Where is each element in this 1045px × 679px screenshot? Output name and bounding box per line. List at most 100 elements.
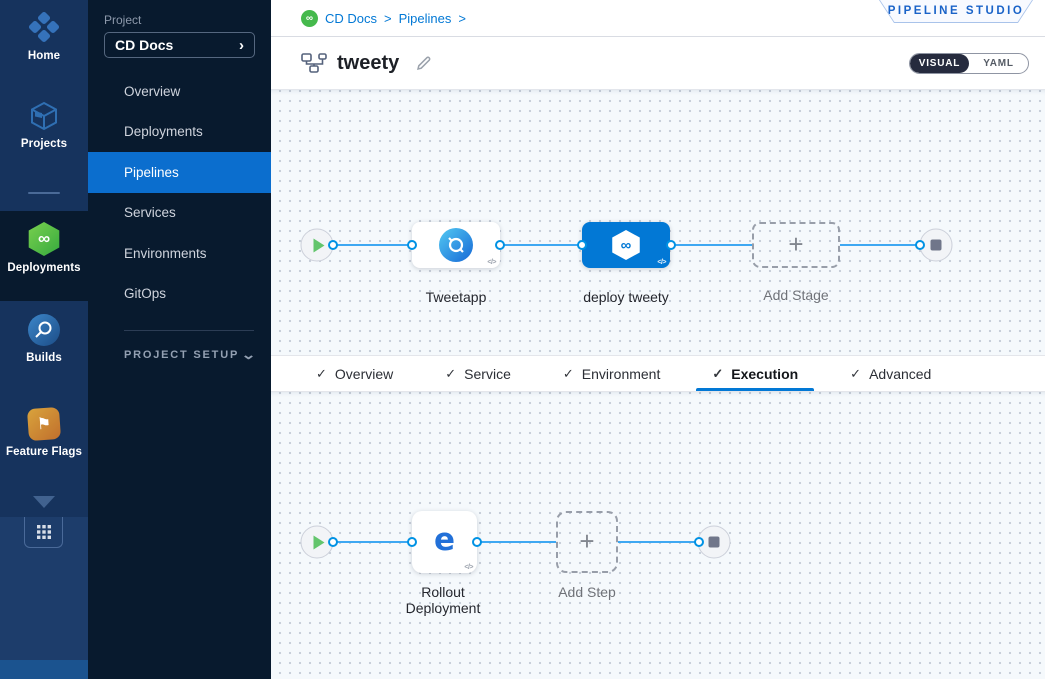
- step-node-rollout-deployment[interactable]: e </>: [412, 511, 477, 573]
- add-step-button[interactable]: +: [556, 511, 618, 573]
- check-icon: ✓: [445, 365, 457, 381]
- stage-node-deploy-tweety[interactable]: ∞ </>: [582, 222, 670, 268]
- grid-icon: [36, 525, 51, 539]
- tab-label: Overview: [334, 365, 394, 382]
- breadcrumb-separator: >: [458, 10, 466, 26]
- tab-label: Execution: [731, 365, 799, 382]
- toggle-visual[interactable]: VISUAL: [910, 54, 969, 73]
- rail-divider: [28, 192, 60, 194]
- deployments-cd-icon: ∞: [28, 222, 60, 256]
- module-grid-button[interactable]: [24, 517, 63, 548]
- check-icon: ✓: [850, 365, 862, 381]
- toggle-yaml[interactable]: YAML: [983, 58, 1014, 69]
- step-link: [618, 541, 699, 543]
- home-icon: [27, 10, 61, 44]
- sidebar-item-services[interactable]: Services: [124, 205, 176, 221]
- cd-hexagon-icon: ∞: [612, 230, 640, 260]
- sidebar-item-overview[interactable]: Overview: [124, 83, 181, 99]
- connector-dot[interactable]: [328, 240, 338, 250]
- breadcrumb-separator: >: [384, 10, 392, 26]
- visual-yaml-toggle[interactable]: VISUAL YAML: [909, 53, 1029, 74]
- check-icon: ✓: [562, 365, 574, 381]
- code-tag-icon: </>: [464, 564, 473, 571]
- plus-icon: +: [579, 526, 595, 556]
- rail-item-home[interactable]: Home: [0, 10, 88, 62]
- infinity-glyph: ∞: [620, 236, 632, 254]
- play-icon: [313, 535, 325, 549]
- step-link: [333, 541, 412, 543]
- main-content: PIPELINE STUDIO ∞ CD Docs > Pipelines > …: [271, 0, 1045, 679]
- tab-label: Service: [464, 365, 511, 382]
- project-setup-toggle[interactable]: PROJECT SETUP ⌄: [124, 347, 256, 363]
- add-stage-label: Add Stage: [763, 287, 829, 303]
- project-name: CD Docs: [115, 37, 174, 53]
- connector-dot[interactable]: [577, 240, 587, 250]
- rail-bottom-section: [0, 517, 88, 679]
- project-section-label: Project: [104, 13, 142, 27]
- stop-icon: [930, 239, 942, 251]
- pipeline-studio-badge: PIPELINE STUDIO: [879, 0, 1033, 23]
- rail-item-projects[interactable]: Projects: [0, 100, 88, 150]
- rail-item-deployments[interactable]: ∞ Deployments: [0, 222, 88, 274]
- sidebar-item-environments[interactable]: Environments: [124, 245, 207, 261]
- infinity-glyph: ∞: [37, 229, 51, 248]
- projects-cube-icon: [28, 100, 60, 132]
- cd-module-icon: ∞: [301, 9, 318, 27]
- pipeline-link: [840, 244, 920, 246]
- tab-environment[interactable]: ✓ Environment: [537, 356, 687, 391]
- stage-node-tweetapp[interactable]: </>: [412, 222, 500, 268]
- stage-label: Tweetapp: [425, 289, 487, 305]
- tab-service[interactable]: ✓ Service: [419, 356, 537, 391]
- tab-label: Advanced: [869, 365, 932, 382]
- breadcrumb-pipelines-link[interactable]: Pipelines: [398, 10, 452, 26]
- connector-dot[interactable]: [495, 240, 505, 250]
- pipeline-end-node[interactable]: [919, 228, 953, 262]
- tab-label: Environment: [581, 365, 661, 382]
- check-icon: ✓: [712, 365, 724, 381]
- tab-overview[interactable]: ✓ Overview: [290, 356, 419, 391]
- connector-dot[interactable]: [328, 537, 338, 547]
- tab-advanced[interactable]: ✓ Advanced: [824, 356, 957, 391]
- play-icon: [313, 238, 325, 252]
- pipeline-link: [333, 244, 412, 246]
- project-selector[interactable]: CD Docs ›: [104, 32, 255, 58]
- plus-icon: +: [788, 229, 804, 259]
- pipeline-link: [671, 244, 752, 246]
- add-step-label: Add Step: [558, 584, 616, 600]
- stop-icon: [708, 536, 720, 548]
- sidebar-menu: Overview Deployments Pipelines Services …: [88, 71, 271, 314]
- sidebar-item-gitops[interactable]: GitOps: [124, 286, 167, 302]
- step-label: Rollout Deployment: [405, 584, 481, 616]
- connector-dot[interactable]: [407, 240, 417, 250]
- flag-glyph: ⚑: [36, 415, 52, 434]
- rail-item-feature-flags[interactable]: ⚑ Feature Flags: [0, 406, 88, 458]
- rail-expand-chevron-icon[interactable]: [33, 496, 55, 508]
- stage-config-tabs: ✓ Overview ✓ Service ✓ Environment ✓ Exe…: [271, 355, 1045, 392]
- connector-dot[interactable]: [915, 240, 925, 250]
- execution-canvas[interactable]: e </> Rollout Deployment + Add Step: [271, 392, 1045, 679]
- connector-dot[interactable]: [472, 537, 482, 547]
- chevron-right-icon: ›: [239, 36, 244, 54]
- rail-item-builds[interactable]: Builds: [0, 314, 88, 364]
- code-tag-icon: </>: [487, 259, 496, 266]
- connector-dot[interactable]: [407, 537, 417, 547]
- breadcrumb-project-link[interactable]: CD Docs: [325, 10, 378, 26]
- pipeline-studio-badge-label: PIPELINE STUDIO: [880, 0, 1032, 22]
- deploy-stage-icon: [439, 228, 473, 262]
- sidebar-item-deployments[interactable]: Deployments: [124, 124, 203, 140]
- tab-execution[interactable]: ✓ Execution: [686, 356, 824, 391]
- connector-dot[interactable]: [694, 537, 704, 547]
- rail-item-label: Deployments: [7, 262, 81, 274]
- connector-dot[interactable]: [666, 240, 676, 250]
- add-stage-button[interactable]: +: [752, 222, 840, 268]
- step-link: [477, 541, 556, 543]
- pipeline-flowchart-icon: [301, 53, 327, 73]
- stage-canvas[interactable]: </> Tweetapp ∞ </> deploy tweety + Add S…: [271, 89, 1045, 355]
- check-icon: ✓: [316, 365, 327, 381]
- sidebar-item-pipelines[interactable]: Pipelines: [88, 152, 271, 193]
- feature-flags-icon: ⚑: [26, 406, 62, 442]
- project-sidebar: Project CD Docs › Overview Deployments P…: [88, 0, 271, 679]
- stage-label: deploy tweety: [583, 289, 669, 305]
- edit-pencil-icon[interactable]: [415, 54, 433, 72]
